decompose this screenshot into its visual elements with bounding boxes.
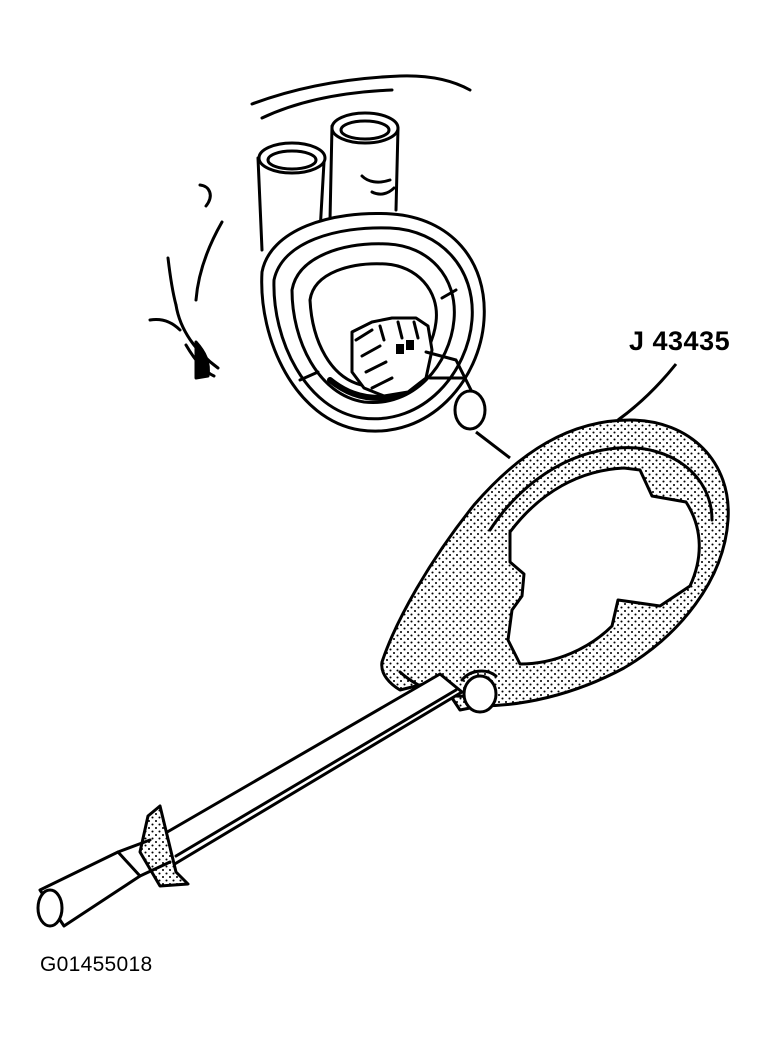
spanner-wrench-tool-icon xyxy=(36,418,730,928)
figure-id: G01455018 xyxy=(40,953,153,976)
compressor-clutch-hub-icon xyxy=(148,74,487,433)
leader-line-icon xyxy=(475,363,678,460)
tool-number-callout: J 43435 xyxy=(629,326,731,356)
